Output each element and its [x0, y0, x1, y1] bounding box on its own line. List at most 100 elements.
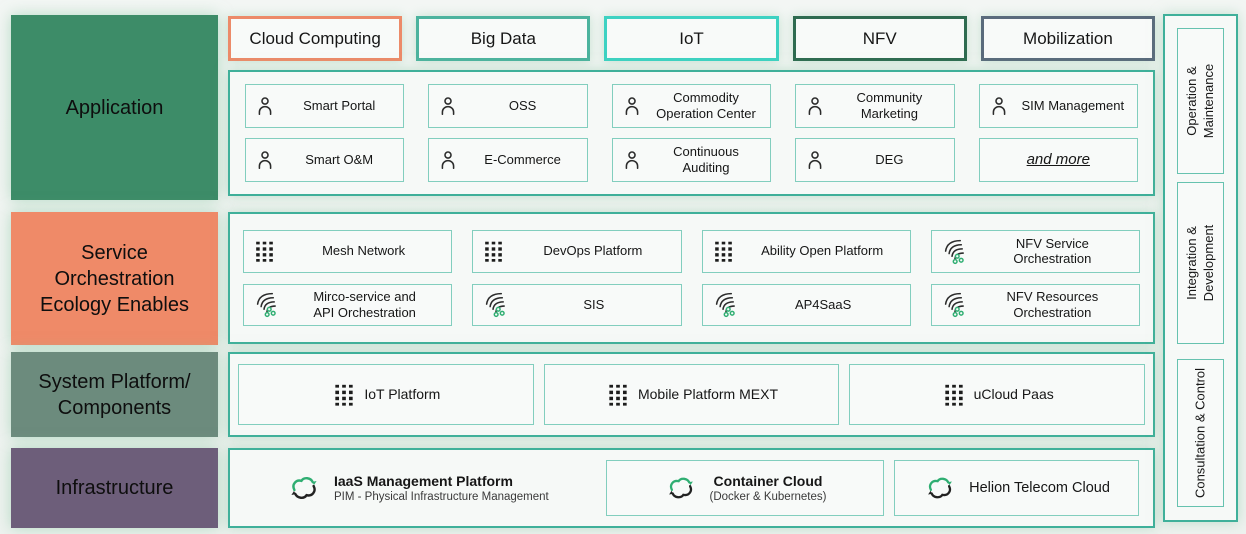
application-row: Smart Portal OSS Commodity Operation Cen… — [228, 70, 1155, 196]
app-grid-icon — [331, 382, 357, 408]
orchestration-icon — [481, 291, 508, 318]
user-icon — [621, 95, 643, 117]
user-icon — [804, 95, 826, 117]
sidebar-item-operation-maintenance: Operation & Maintenance — [1177, 28, 1224, 174]
inf-item-title: Container Cloud — [713, 473, 823, 489]
inf-item-subtitle: PIM - Physical Infrastructure Management — [334, 491, 549, 503]
inf-item-iaas-management-platform: IaaS Management Platform PIM - Physical … — [244, 460, 596, 516]
app-item-oss: OSS — [428, 84, 588, 128]
svc-item-label: NFV Resources Orchestration — [1006, 289, 1099, 320]
app-item-label: Smart O&M — [305, 152, 374, 168]
inf-item-text: Container Cloud (Docker & Kubernetes) — [710, 473, 827, 503]
app-item-commodity-operation-center: Commodity Operation Center — [611, 84, 772, 128]
sidebar-item-integration-development: Integration & Development — [1177, 182, 1224, 344]
app-item-smart-portal: Smart Portal — [245, 84, 405, 128]
application-items-grid: Smart Portal OSS Commodity Operation Cen… — [245, 84, 1138, 182]
svc-item-mesh-network: Mesh Network — [243, 230, 453, 273]
layer-label-infrastructure: Infrastructure — [11, 448, 218, 528]
sys-item-label: uCloud Paas — [973, 386, 1054, 403]
service-orchestration-row: Mesh Network DevOps Platform Ability Ope… — [228, 212, 1155, 344]
app-grid-icon — [481, 239, 506, 264]
svc-item-nfv-resources-orchestration: NFV Resources Orchestration — [930, 283, 1140, 326]
user-icon — [804, 149, 826, 171]
infrastructure-items: IaaS Management Platform PIM - Physical … — [244, 460, 1139, 516]
app-item-label: DEG — [875, 152, 904, 168]
app-item-continuous-auditing: Continuous Auditing — [611, 138, 772, 182]
inf-item-subtitle: (Docker & Kubernetes) — [709, 491, 827, 503]
user-icon — [621, 149, 643, 171]
svc-item-ap4saas: AP4SaaS — [701, 283, 911, 326]
app-item-label: and more — [1026, 151, 1090, 168]
svc-item-label: SIS — [583, 296, 605, 312]
sidebar-item-consultation-control: Consultation & Control — [1177, 359, 1224, 507]
app-item-community-marketing: Community Marketing — [795, 84, 955, 128]
top-category-row: Cloud Computing Big Data IoT NFV Mobiliz… — [228, 16, 1156, 61]
svc-item-label: Mirco-service and API Orchestration — [313, 289, 416, 320]
user-icon — [254, 149, 276, 171]
inf-item-container-cloud: Container Cloud (Docker & Kubernetes) — [606, 460, 884, 516]
app-grid-icon — [605, 382, 631, 408]
inf-item-helion-telecom-cloud: Helion Telecom Cloud — [894, 460, 1139, 516]
orchestration-icon — [711, 291, 738, 318]
cloud-sync-icon — [664, 474, 698, 502]
cloud-sync-icon — [923, 474, 957, 502]
app-item-label: Smart Portal — [303, 98, 376, 114]
app-grid-icon — [711, 239, 736, 264]
system-items-grid: IoT Platform Mobile Platform MEXT uCloud… — [238, 364, 1145, 425]
cloud-sync-icon — [286, 473, 322, 503]
app-item-deg: DEG — [795, 138, 955, 182]
sys-item-ucloud-paas: uCloud Paas — [849, 364, 1145, 425]
app-item-smart-om: Smart O&M — [245, 138, 405, 182]
app-item-label: Continuous Auditing — [673, 144, 739, 175]
service-items-grid: Mesh Network DevOps Platform Ability Ope… — [243, 230, 1140, 326]
svc-item-label: NFV Service Orchestration — [1013, 235, 1092, 267]
app-item-label: E-Commerce — [484, 152, 561, 168]
svc-item-micro-service-api-orchestration: Mirco-service and API Orchestration — [243, 283, 453, 326]
user-icon — [254, 95, 276, 117]
svc-item-sis: SIS — [472, 283, 682, 326]
orchestration-icon — [940, 291, 967, 318]
layer-label-system-platform: System Platform/ Components — [11, 352, 218, 437]
app-item-label: OSS — [508, 98, 537, 114]
user-icon — [437, 149, 459, 171]
user-icon — [437, 95, 459, 117]
app-item-label: Commodity Operation Center — [656, 90, 756, 121]
svc-item-nfv-service-orchestration: NFV Service Orchestration — [930, 230, 1140, 273]
app-item-label: SIM Management — [1021, 98, 1125, 114]
app-grid-icon — [941, 382, 967, 408]
orchestration-icon — [940, 238, 967, 265]
svc-item-devops-platform: DevOps Platform — [472, 230, 682, 273]
svc-item-label: Mesh Network — [322, 243, 406, 259]
category-iot: IoT — [604, 16, 779, 61]
sidebar-item-label: Integration & Development — [1183, 224, 1216, 302]
category-big-data: Big Data — [416, 16, 591, 61]
inf-item-text: IaaS Management Platform PIM - Physical … — [334, 473, 549, 503]
layer-label-application: Application — [11, 15, 218, 200]
category-mobilization: Mobilization — [980, 16, 1156, 61]
sys-item-iot-platform: IoT Platform — [238, 364, 534, 425]
svc-item-ability-open-platform: Ability Open Platform — [701, 230, 911, 273]
app-item-e-commerce: E-Commerce — [428, 138, 588, 182]
system-platform-row: IoT Platform Mobile Platform MEXT uCloud… — [228, 352, 1155, 437]
svc-item-label: AP4SaaS — [794, 296, 852, 312]
sys-item-label: IoT Platform — [364, 386, 441, 403]
infrastructure-row: IaaS Management Platform PIM - Physical … — [228, 448, 1155, 528]
svc-item-label: Ability Open Platform — [761, 243, 884, 259]
layer-label-service-orchestration: Service Orchestration Ecology Enables — [11, 212, 218, 345]
svc-item-label: DevOps Platform — [543, 243, 643, 259]
orchestration-icon — [252, 291, 279, 318]
sidebar-item-label: Operation & Maintenance — [1183, 63, 1216, 139]
user-icon — [988, 95, 1010, 117]
category-cloud-computing: Cloud Computing — [228, 16, 403, 61]
app-item-and-more: and more — [978, 138, 1138, 182]
app-grid-icon — [252, 239, 277, 264]
sys-item-label: Mobile Platform MEXT — [637, 386, 779, 403]
right-sidebar: Operation & Maintenance Integration & De… — [1163, 14, 1238, 522]
sidebar-item-label: Consultation & Control — [1192, 367, 1208, 499]
sys-item-mobile-platform-mext: Mobile Platform MEXT — [543, 364, 840, 425]
app-item-sim-management: SIM Management — [978, 84, 1138, 128]
category-nfv: NFV — [792, 16, 967, 61]
inf-item-title: Helion Telecom Cloud — [969, 480, 1110, 496]
app-item-label: Community Marketing — [856, 90, 923, 121]
